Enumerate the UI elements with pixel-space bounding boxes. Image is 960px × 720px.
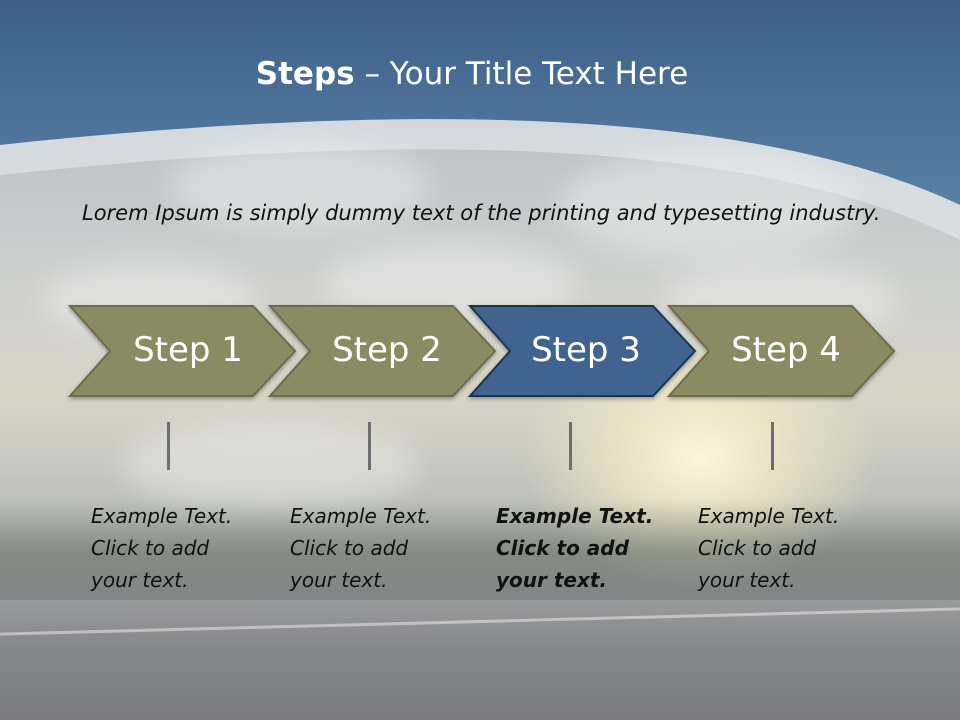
- step-1-chevron[interactable]: [67, 305, 297, 397]
- desc-line: Example Text.: [496, 504, 654, 528]
- desc-line: Example Text.: [698, 504, 840, 528]
- step-3-chevron[interactable]: [467, 305, 697, 397]
- desc-line: Example Text.: [91, 504, 233, 528]
- desc-line: Click to add: [698, 536, 817, 560]
- desc-line: your text.: [496, 568, 608, 592]
- lead-paragraph: Lorem Ipsum is simply dummy text of the …: [82, 201, 881, 225]
- slide-title: Steps – Your Title Text Here: [0, 56, 944, 92]
- title-rest: – Your Title Text Here: [354, 56, 689, 92]
- step-1-description[interactable]: Example Text. Click to add your text.: [91, 500, 271, 596]
- step-2-connector: [368, 422, 371, 470]
- step-4-description[interactable]: Example Text. Click to add your text.: [698, 500, 878, 596]
- step-4-connector: [771, 422, 774, 470]
- step-3-description[interactable]: Example Text. Click to add your text.: [496, 500, 676, 596]
- step-3-label[interactable]: Step 3: [531, 330, 641, 370]
- desc-line: your text.: [290, 568, 388, 592]
- desc-line: Click to add: [496, 536, 629, 560]
- step-1-label[interactable]: Step 1: [133, 330, 243, 370]
- desc-line: Click to add: [91, 536, 210, 560]
- title-bold: Steps: [255, 56, 355, 92]
- step-2-description[interactable]: Example Text. Click to add your text.: [290, 500, 470, 596]
- step-4-chevron[interactable]: [666, 305, 896, 397]
- desc-line: your text.: [698, 568, 796, 592]
- step-2-chevron[interactable]: [267, 305, 497, 397]
- step-4-label[interactable]: Step 4: [731, 330, 841, 370]
- step-2-label[interactable]: Step 2: [332, 330, 442, 370]
- desc-line: Click to add: [290, 536, 409, 560]
- desc-line: your text.: [91, 568, 189, 592]
- step-1-connector: [167, 422, 170, 470]
- desc-line: Example Text.: [290, 504, 432, 528]
- step-3-connector: [569, 422, 572, 470]
